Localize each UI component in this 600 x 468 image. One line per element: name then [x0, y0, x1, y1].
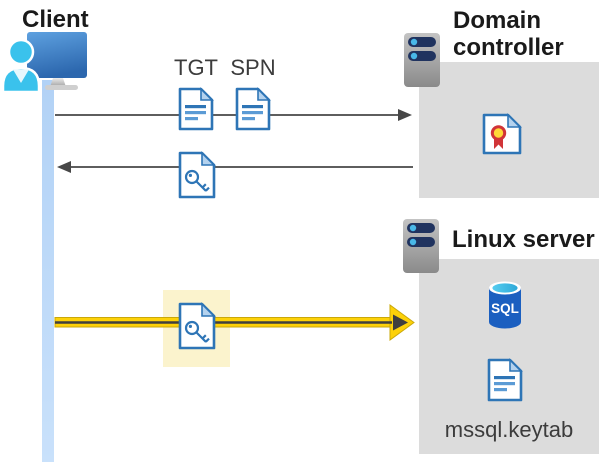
tgt-document-icon [178, 87, 214, 131]
spn-document-icon [235, 87, 271, 131]
spn-label: SPN [230, 55, 276, 80]
service-ticket-key-icon [178, 151, 216, 199]
monitor-icon [27, 32, 87, 90]
person-icon [1, 38, 41, 92]
keytab-key-icon [178, 302, 216, 350]
sql-badge-text: SQL [491, 301, 519, 316]
domain-controller-label: Domain controller [453, 7, 564, 61]
linux-server-icon [403, 219, 439, 273]
client-lifeline-bar [42, 80, 54, 462]
auth-arrow-yellow [54, 304, 415, 341]
sql-database-icon: SQL [489, 281, 521, 329]
certificate-icon [482, 113, 522, 155]
domain-controller-server-icon [404, 33, 440, 87]
client-label: Client [22, 6, 89, 33]
keytab-document-icon [487, 358, 523, 402]
client-icon [1, 32, 87, 92]
tgt-label: TGT [174, 55, 218, 80]
linux-server-label: Linux server [452, 226, 595, 253]
request-arrow [55, 109, 412, 121]
keytab-filename-label: mssql.keytab [444, 417, 574, 442]
response-arrow [57, 161, 413, 173]
